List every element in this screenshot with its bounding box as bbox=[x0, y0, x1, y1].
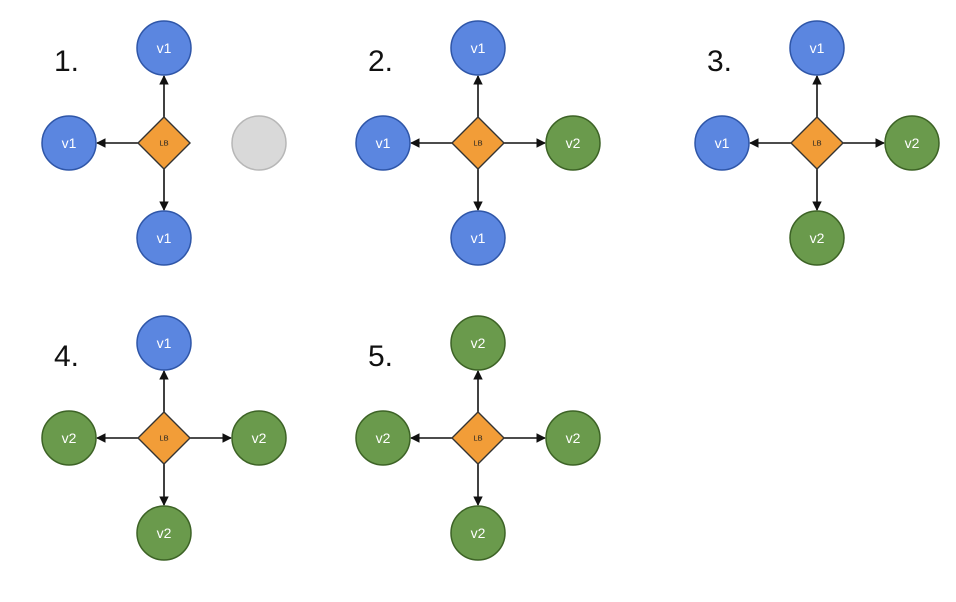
instance-v2-left bbox=[41, 410, 97, 466]
instance-v2-bottom bbox=[789, 210, 845, 266]
instance-v1-left bbox=[355, 115, 411, 171]
instance-top-label: v1 bbox=[157, 40, 172, 56]
instance-bottom-label: v2 bbox=[810, 230, 825, 246]
instance-bottom-label: v2 bbox=[157, 525, 172, 541]
load-balancer-label: LB bbox=[812, 139, 821, 148]
load-balancer bbox=[451, 116, 505, 170]
instance-right-label: v2 bbox=[905, 135, 920, 151]
instance-v2-top bbox=[450, 315, 506, 371]
instance-v1-bottom bbox=[450, 210, 506, 266]
instance-v1-top bbox=[450, 20, 506, 76]
load-balancer-label: LB bbox=[473, 434, 482, 443]
load-balancer-label: LB bbox=[473, 139, 482, 148]
step-3-label: 3. bbox=[707, 45, 732, 78]
load-balancer-label: LB bbox=[159, 139, 168, 148]
instance-v1-top bbox=[136, 20, 192, 76]
instance-bottom-label: v2 bbox=[471, 525, 486, 541]
load-balancer bbox=[790, 116, 844, 170]
instance-v1-left bbox=[41, 115, 97, 171]
instance-left-label: v1 bbox=[715, 135, 730, 151]
instance-bottom-label: v1 bbox=[471, 230, 486, 246]
load-balancer bbox=[451, 411, 505, 465]
instance-v2-right bbox=[545, 410, 601, 466]
instance-right-label: v2 bbox=[252, 430, 267, 446]
step-2-label: 2. bbox=[368, 45, 393, 78]
step-4: 4. v1 v2 v2 v2 LB bbox=[41, 315, 287, 561]
instance-empty-right bbox=[231, 115, 287, 171]
instance-left-label: v2 bbox=[62, 430, 77, 446]
load-balancer bbox=[137, 116, 191, 170]
instance-left-label: v1 bbox=[376, 135, 391, 151]
instance-top-label: v1 bbox=[157, 335, 172, 351]
instance-v2-right bbox=[231, 410, 287, 466]
step-5-label: 5. bbox=[368, 340, 393, 373]
instance-right-label: v2 bbox=[566, 135, 581, 151]
instance-top-label: v1 bbox=[471, 40, 486, 56]
step-2: 2. v1 v1 v1 v2 LB bbox=[355, 20, 601, 266]
instance-v2-right bbox=[884, 115, 940, 171]
instance-v1-top bbox=[136, 315, 192, 371]
instance-right-label: v2 bbox=[566, 430, 581, 446]
instance-left-label: v2 bbox=[376, 430, 391, 446]
instance-v2-bottom bbox=[136, 505, 192, 561]
instance-top-label: v2 bbox=[471, 335, 486, 351]
instance-v2-left bbox=[355, 410, 411, 466]
step-4-label: 4. bbox=[54, 340, 79, 373]
instance-top-label: v1 bbox=[810, 40, 825, 56]
load-balancer-label: LB bbox=[159, 434, 168, 443]
instance-v1-top bbox=[789, 20, 845, 76]
instance-v2-right bbox=[545, 115, 601, 171]
load-balancer bbox=[137, 411, 191, 465]
instance-v1-left bbox=[694, 115, 750, 171]
step-3: 3. v1 v1 v2 v2 LB bbox=[694, 20, 940, 266]
instance-left-label: v1 bbox=[62, 135, 77, 151]
instance-bottom-label: v1 bbox=[157, 230, 172, 246]
instance-v1-bottom bbox=[136, 210, 192, 266]
instance-v2-bottom bbox=[450, 505, 506, 561]
step-1-label: 1. bbox=[54, 45, 79, 78]
